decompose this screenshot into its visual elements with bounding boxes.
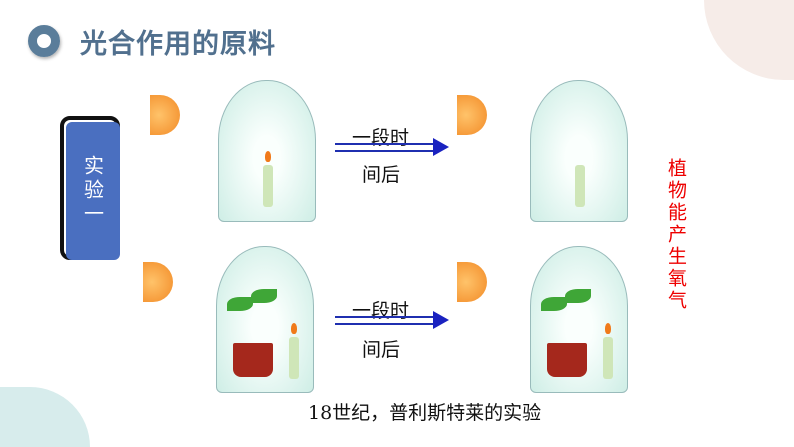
bell-jar-candle-out: [530, 80, 628, 222]
candle-icon: [575, 165, 585, 207]
sun-icon: [457, 262, 487, 302]
conclusion-text: 植物能产生氧气: [665, 158, 687, 312]
decorative-leaves: [0, 387, 90, 447]
sun-icon: [150, 95, 180, 135]
plant-leaf: [565, 289, 591, 303]
bell-jar-plant-candle-after: [530, 246, 628, 393]
pot-icon: [233, 343, 273, 377]
flame-icon: [291, 323, 297, 334]
candle-icon: [263, 165, 273, 207]
plant-icon: [541, 297, 567, 311]
plant-icon: [227, 297, 253, 311]
flame-icon: [265, 151, 271, 162]
time-label: 间后: [362, 164, 401, 186]
flame-icon: [605, 323, 611, 334]
plant-leaf: [251, 289, 277, 303]
title-ring-icon: [28, 25, 60, 57]
experiment-badge: 实验一: [66, 122, 120, 260]
arrow-icon: [335, 138, 449, 156]
slide-title: 光合作用的原料: [80, 29, 276, 60]
candle-icon: [289, 337, 299, 379]
bell-jar-candle: [218, 80, 316, 222]
sun-icon: [143, 262, 173, 302]
decorative-blob: [704, 0, 794, 80]
bell-jar-plant-candle: [216, 246, 314, 393]
pot-icon: [547, 343, 587, 377]
sun-icon: [457, 95, 487, 135]
arrow-icon: [335, 311, 449, 329]
caption: 18世纪，普利斯特莱的实验: [308, 402, 542, 424]
time-label: 间后: [362, 339, 401, 361]
candle-icon: [603, 337, 613, 379]
